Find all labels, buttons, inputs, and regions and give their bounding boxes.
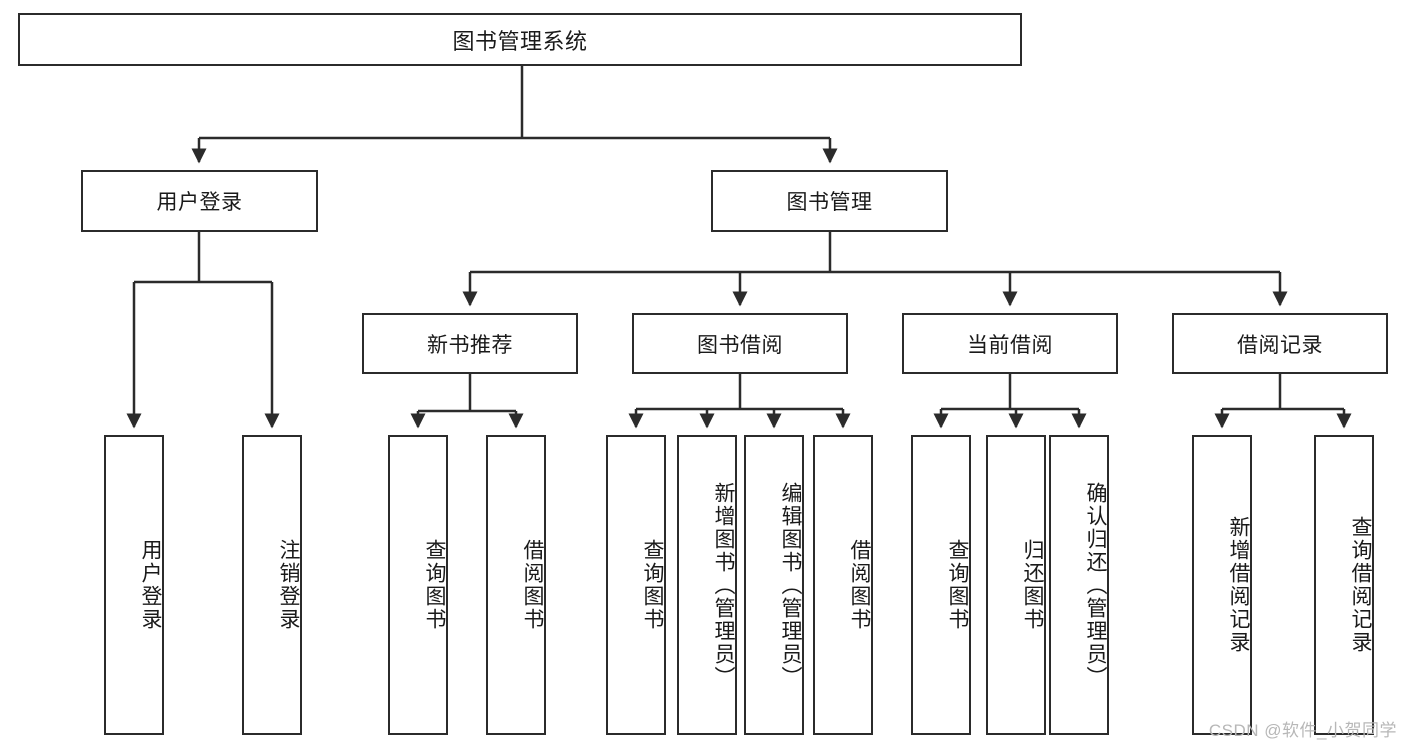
node-leaf-add-book-label: 新增图书（管理员）	[712, 481, 735, 689]
watermark-text: CSDN @软件_小贺同学	[1208, 721, 1397, 740]
node-leaf-user-login[interactable]: 用户登录	[104, 435, 164, 735]
node-leaf-add-borrow-record-label: 新增借阅记录	[1227, 516, 1250, 654]
node-leaf-query-borrow-record-label: 查询借阅记录	[1349, 516, 1372, 654]
node-book-management[interactable]: 图书管理	[711, 170, 948, 232]
node-leaf-return-book-label: 归还图书	[1021, 539, 1044, 631]
node-leaf-query-book-current[interactable]: 查询图书	[911, 435, 971, 735]
node-leaf-query-book-rec[interactable]: 查询图书	[388, 435, 448, 735]
node-leaf-borrow-book-rec-label: 借阅图书	[521, 539, 544, 631]
node-leaf-return-book[interactable]: 归还图书	[986, 435, 1046, 735]
node-new-book-recommend-label: 新书推荐	[427, 333, 513, 357]
node-leaf-add-borrow-record[interactable]: 新增借阅记录	[1192, 435, 1252, 735]
node-current-borrow-label: 当前借阅	[967, 333, 1053, 357]
node-leaf-query-book-current-label: 查询图书	[946, 539, 969, 631]
node-leaf-confirm-return[interactable]: 确认归还（管理员）	[1049, 435, 1109, 735]
node-leaf-query-book-borrow-label: 查询图书	[641, 539, 664, 631]
node-leaf-add-book[interactable]: 新增图书（管理员）	[677, 435, 737, 735]
node-leaf-edit-book[interactable]: 编辑图书（管理员）	[744, 435, 804, 735]
node-leaf-borrow-book-rec[interactable]: 借阅图书	[486, 435, 546, 735]
node-user-login[interactable]: 用户登录	[81, 170, 318, 232]
node-book-management-label: 图书管理	[786, 191, 873, 214]
node-new-book-recommend[interactable]: 新书推荐	[362, 313, 578, 374]
node-root[interactable]: 图书管理系统	[18, 13, 1022, 66]
node-book-borrow-label: 图书借阅	[697, 333, 783, 357]
node-leaf-query-book-rec-label: 查询图书	[423, 539, 446, 631]
node-leaf-logout-label: 注销登录	[277, 539, 300, 631]
node-borrow-record-label: 借阅记录	[1237, 333, 1323, 357]
node-leaf-confirm-return-label: 确认归还（管理员）	[1084, 481, 1107, 689]
node-borrow-record[interactable]: 借阅记录	[1172, 313, 1388, 374]
node-user-login-label: 用户登录	[156, 191, 243, 214]
node-leaf-borrow-book-label: 借阅图书	[848, 539, 871, 631]
node-current-borrow[interactable]: 当前借阅	[902, 313, 1118, 374]
node-root-label: 图书管理系统	[452, 28, 588, 54]
node-leaf-query-book-borrow[interactable]: 查询图书	[606, 435, 666, 735]
node-leaf-borrow-book[interactable]: 借阅图书	[813, 435, 873, 735]
node-leaf-logout[interactable]: 注销登录	[242, 435, 302, 735]
node-leaf-query-borrow-record[interactable]: 查询借阅记录	[1314, 435, 1374, 735]
node-leaf-user-login-label: 用户登录	[139, 539, 162, 631]
node-leaf-edit-book-label: 编辑图书（管理员）	[779, 481, 802, 689]
node-book-borrow[interactable]: 图书借阅	[632, 313, 848, 374]
